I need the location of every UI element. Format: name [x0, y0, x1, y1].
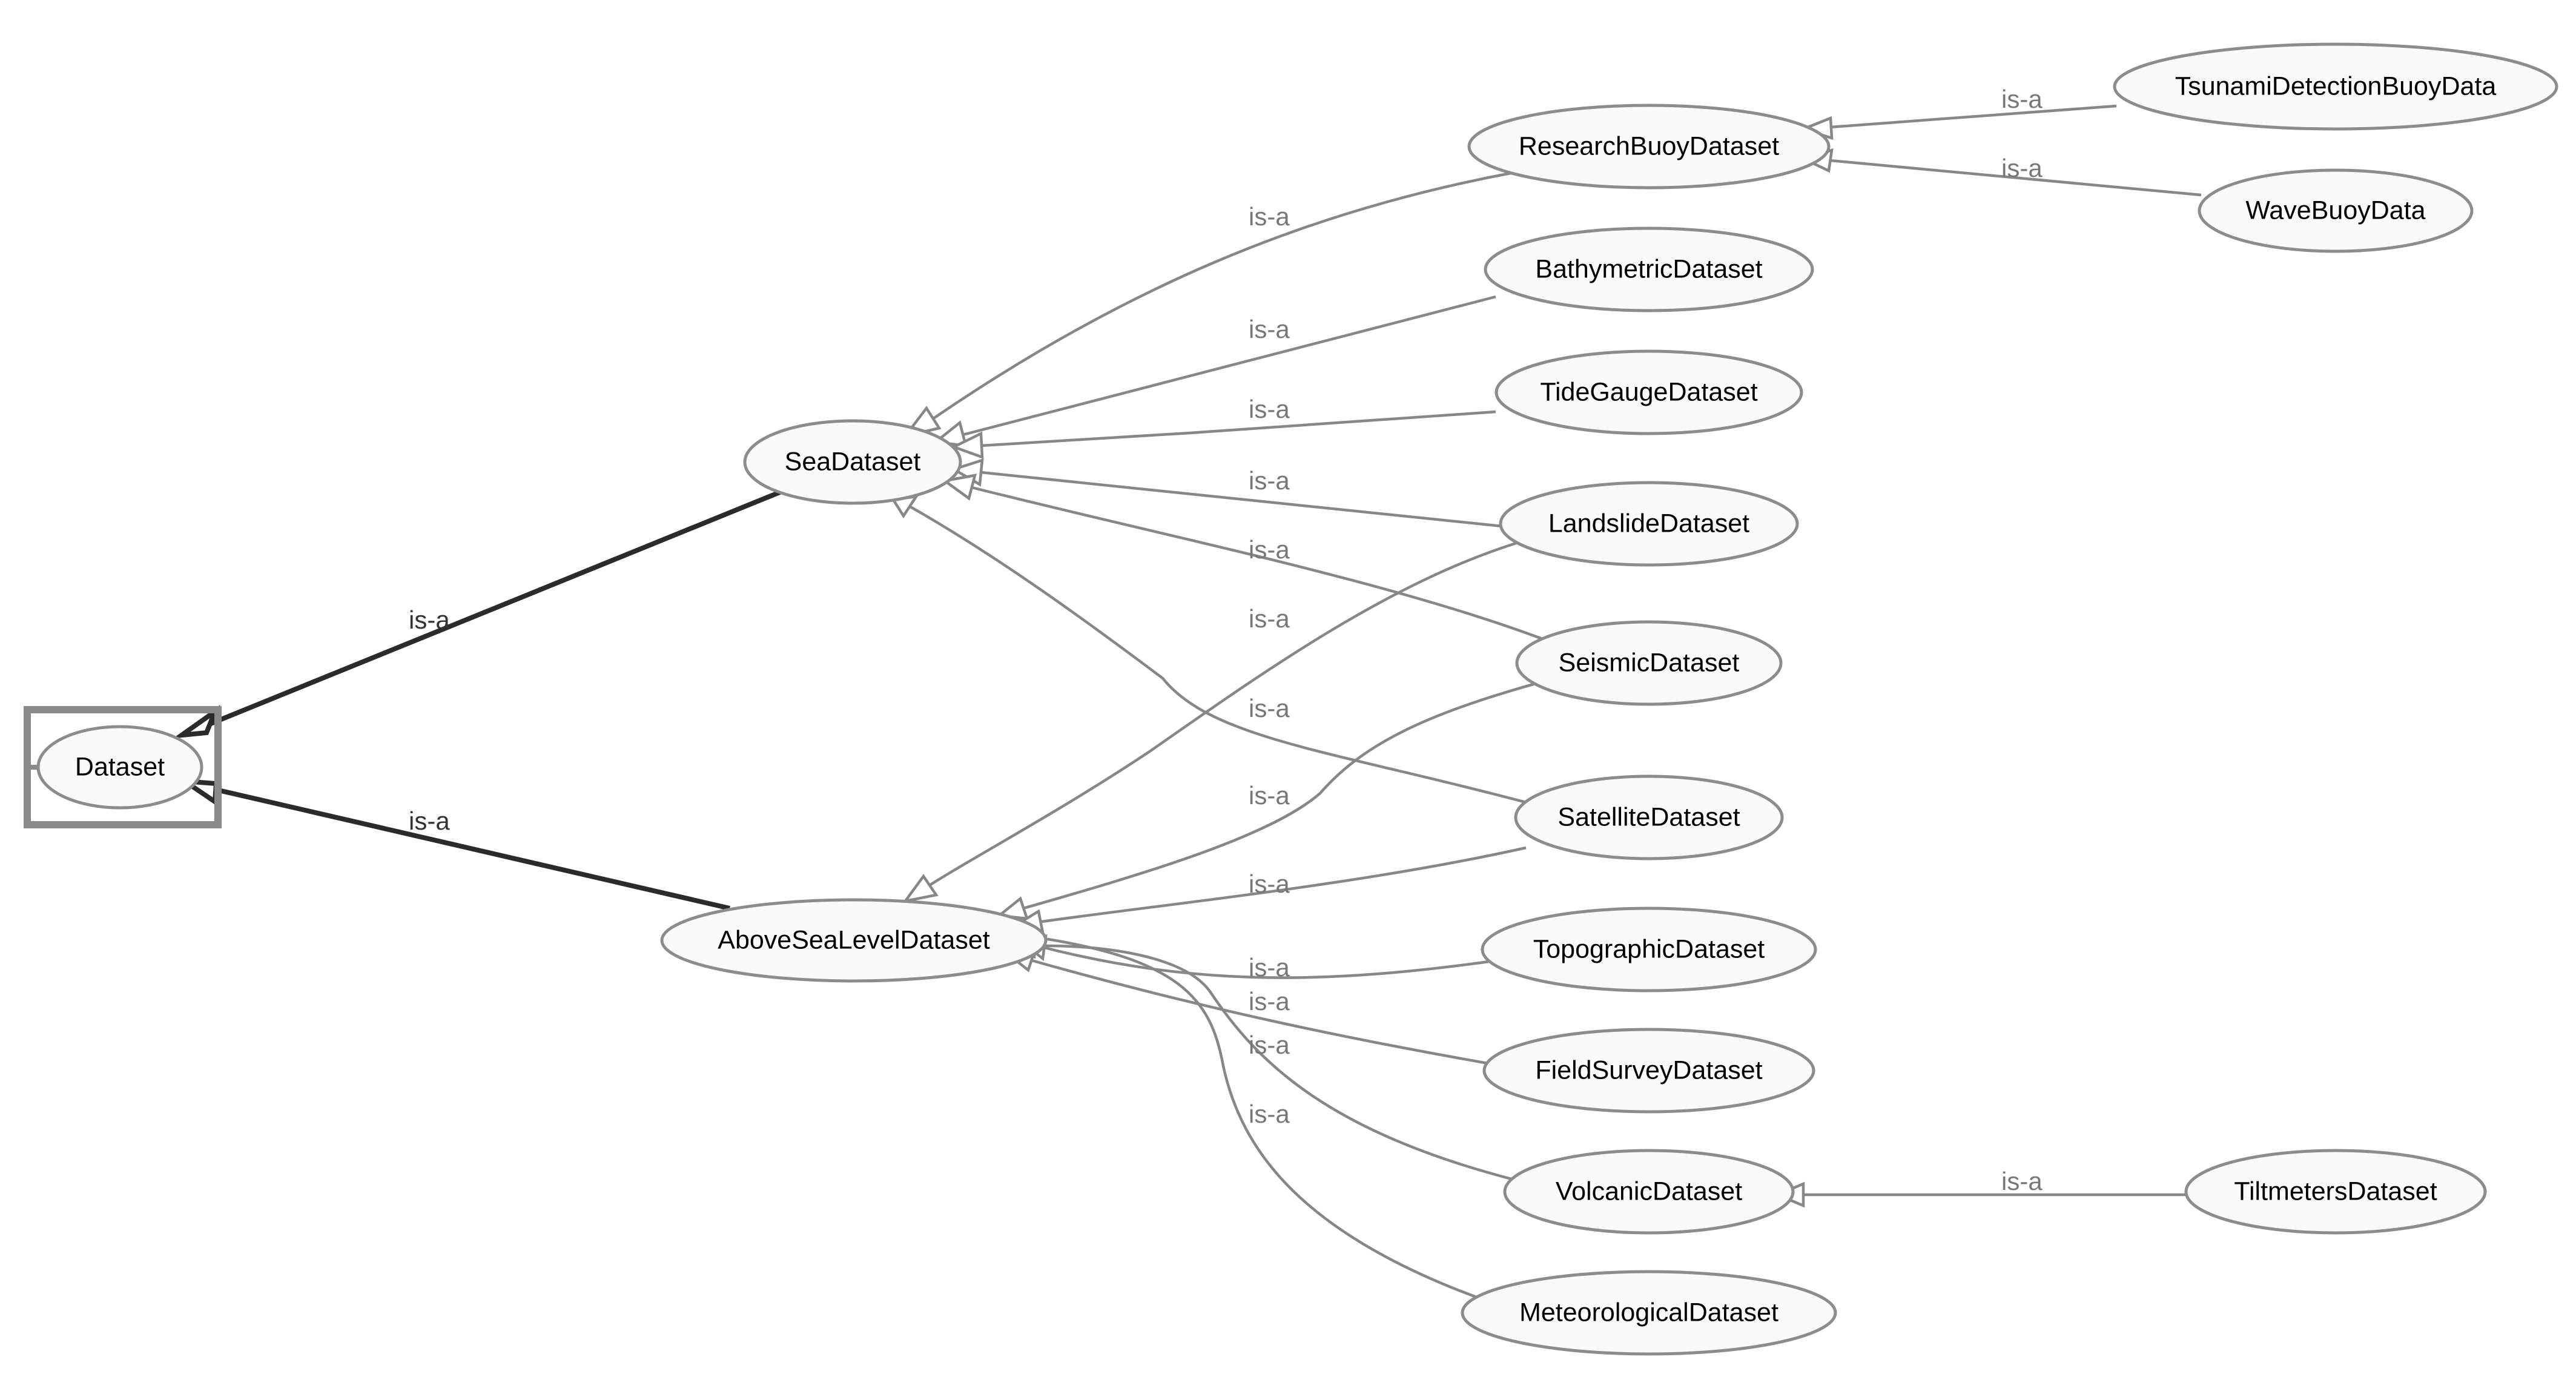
node-research-buoy-dataset[interactable]: ResearchBuoyDataset — [1467, 104, 1831, 190]
node-above-sea-level-dataset[interactable]: AboveSeaLevelDataset — [660, 898, 1048, 983]
edge-label-researchbuoy-sea: is-a — [1249, 202, 1290, 231]
node-label: WaveBuoyData — [2245, 196, 2425, 225]
node-meteorological-dataset[interactable]: MeteorologicalDataset — [1461, 1270, 1837, 1356]
node-label: Dataset — [75, 752, 165, 781]
edge-tidegauge-sea — [980, 410, 1496, 447]
edge-labels: is-a is-a is-a is-a is-a is-a is-a is-a … — [409, 85, 2043, 1195]
edge-landslide-sea — [980, 471, 1508, 529]
node-bathymetric-dataset[interactable]: BathymetricDataset — [1484, 226, 1814, 312]
node-label: VolcanicDataset — [1556, 1177, 1742, 1206]
edge-wavebuoy-researchbuoy — [1829, 159, 2202, 197]
node-label: BathymetricDataset — [1535, 254, 1762, 283]
node-tiltmeters-dataset[interactable]: TiltmetersDataset — [2184, 1149, 2487, 1235]
edge-label-tsunami-researchbuoy: is-a — [2001, 85, 2043, 113]
edge-label-sea-dataset: is-a — [409, 606, 450, 634]
node-label: TiltmetersDataset — [2234, 1177, 2437, 1206]
arrowhead-icon — [173, 704, 220, 739]
node-dataset[interactable]: Dataset — [36, 725, 203, 810]
edge-label-volcanic-above: is-a — [1249, 1031, 1290, 1059]
node-label: LandslideDataset — [1548, 509, 1749, 538]
edge-meteorological-above — [1023, 934, 1490, 1304]
edge-label-topographic-above: is-a — [1249, 953, 1290, 982]
node-label: AboveSeaLevelDataset — [718, 925, 989, 954]
node-label: MeteorologicalDataset — [1519, 1298, 1778, 1327]
node-seismic-dataset[interactable]: SeismicDataset — [1515, 620, 1783, 706]
node-satellite-dataset[interactable]: SatelliteDataset — [1514, 774, 1784, 860]
edge-label-tidegauge-sea: is-a — [1249, 395, 1290, 423]
edge-topographic-above — [1044, 946, 1502, 979]
nodes: Dataset SeaDataset AboveSeaLevelDataset … — [36, 42, 2558, 1356]
edges — [210, 104, 2202, 1304]
node-label: FieldSurveyDataset — [1535, 1055, 1762, 1085]
edge-label-wavebuoy-researchbuoy: is-a — [2001, 154, 2043, 182]
edge-satellite-above — [1041, 846, 1527, 923]
node-field-survey-dataset[interactable]: FieldSurveyDataset — [1482, 1028, 1815, 1114]
node-tide-gauge-dataset[interactable]: TideGaugeDataset — [1494, 349, 1803, 435]
edge-bathymetric-sea — [962, 295, 1496, 437]
node-sea-dataset[interactable]: SeaDataset — [743, 419, 962, 505]
edge-above-dataset — [210, 786, 730, 911]
node-label: SeismicDataset — [1559, 648, 1740, 677]
edge-sea-dataset — [210, 489, 782, 726]
edge-label-satellite-sea: is-a — [1249, 694, 1290, 722]
arrowhead-icon — [941, 474, 977, 501]
edge-label-seismic-above: is-a — [1249, 781, 1290, 810]
edge-volcanic-above — [1032, 944, 1514, 1181]
edge-label-bathymetric-sea: is-a — [1249, 315, 1290, 343]
node-label: TopographicDataset — [1533, 934, 1765, 963]
node-label: ResearchBuoyDataset — [1519, 131, 1779, 160]
node-landslide-dataset[interactable]: LandslideDataset — [1499, 481, 1799, 567]
edge-label-landslide-above: is-a — [1249, 604, 1290, 633]
node-tsunami-detection-buoy-data[interactable]: TsunamiDetectionBuoyData — [2113, 42, 2558, 131]
arrowhead-icon — [950, 431, 984, 460]
node-volcanic-dataset[interactable]: VolcanicDataset — [1503, 1149, 1795, 1235]
node-label: TideGaugeDataset — [1540, 377, 1757, 406]
edge-landslide-above — [928, 540, 1521, 887]
edge-seismic-above — [1023, 679, 1545, 910]
arrowhead-icon — [902, 874, 939, 903]
node-topographic-dataset[interactable]: TopographicDataset — [1481, 906, 1817, 992]
edge-satellite-sea — [907, 504, 1527, 804]
edge-label-fieldsurvey-above: is-a — [1249, 987, 1290, 1015]
edge-label-landslide-sea: is-a — [1249, 466, 1290, 495]
edge-label-satellite-above: is-a — [1249, 870, 1290, 898]
edge-fieldsurvey-above — [1029, 958, 1502, 1068]
node-label: SeaDataset — [785, 447, 921, 476]
node-label: SatelliteDataset — [1557, 802, 1740, 831]
node-label: TsunamiDetectionBuoyData — [2175, 71, 2497, 101]
edge-label-above-dataset: is-a — [409, 807, 450, 835]
edge-seismic-sea — [971, 486, 1551, 644]
node-wave-buoy-data[interactable]: WaveBuoyData — [2198, 168, 2474, 253]
edge-label-tiltmeters-volcanic: is-a — [2001, 1167, 2043, 1195]
edge-label-seismic-sea: is-a — [1249, 535, 1290, 564]
edge-label-meteorological-above: is-a — [1249, 1100, 1290, 1128]
edge-tsunami-researchbuoy — [1829, 104, 2117, 129]
edge-researchbuoy-sea — [931, 171, 1514, 420]
